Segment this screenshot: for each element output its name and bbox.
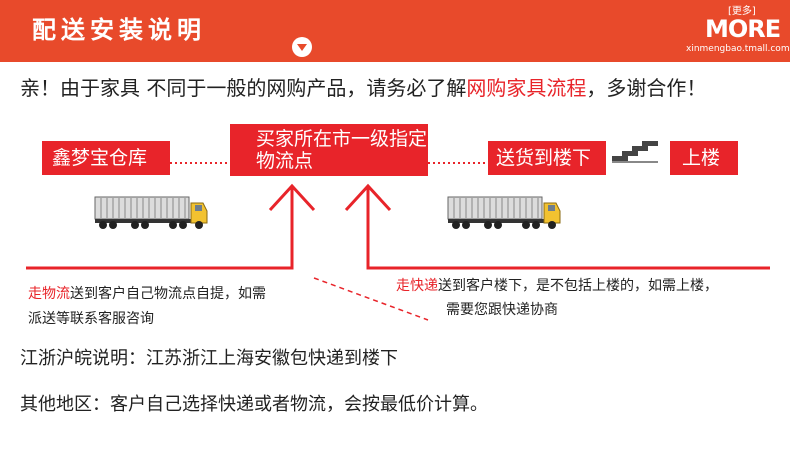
- intro-notice: 亲！由于家具 不同于一般的网购产品，请务必了解网购家具流程，多谢合作！: [20, 74, 706, 102]
- intro-text-before: 亲！由于家具 不同于一般的网购产品，请务必了解: [20, 76, 467, 100]
- stairs-icon: [612, 141, 658, 163]
- region-note-other: 其他地区：客户自己选择快递或者物流，会按最低价计算。: [20, 394, 488, 415]
- express-highlight: 走快递: [396, 278, 438, 294]
- more-label-small[interactable]: [更多]: [728, 6, 756, 17]
- logistics-highlight: 走物流: [28, 286, 70, 302]
- more-link[interactable]: MORE: [705, 15, 781, 43]
- chevron-down-icon[interactable]: [292, 37, 312, 57]
- arrow-up-icon: [344, 183, 770, 270]
- page-title: 配送安装说明: [32, 16, 206, 44]
- intro-highlight: 网购家具流程: [466, 76, 587, 100]
- express-text-1: 送到客户楼下，是不包括上楼的，如需上楼，: [438, 278, 718, 294]
- flow-step-warehouse: 鑫梦宝仓库: [42, 141, 170, 175]
- intro-text-after: ，多谢合作！: [586, 76, 707, 100]
- express-note: 走快递送到客户楼下，是不包括上楼的，如需上楼，: [396, 274, 718, 299]
- express-note-line-2: 需要您跟快递协商: [446, 302, 558, 318]
- flow-step-upstairs: 上楼: [670, 141, 738, 175]
- header-bar: 配送安装说明 [更多] MORE xinmengbao.tmall.com: [0, 0, 790, 62]
- flow-step-city-logistics-point: 买家所在市一级指定物流点: [230, 124, 428, 176]
- truck-icon: [94, 196, 208, 229]
- store-url[interactable]: xinmengbao.tmall.com: [686, 44, 790, 54]
- flow-step-deliver-downstairs: 送货到楼下: [488, 141, 606, 175]
- logistics-note: 走物流送到客户自己物流点自提，如需 派送等联系客服咨询: [28, 282, 266, 332]
- logistics-text-2: 派送等联系客服咨询: [28, 311, 154, 327]
- truck-icon: [447, 196, 561, 229]
- region-note-jzh: 江浙沪皖说明：江苏浙江上海安徽包快递到楼下: [20, 348, 398, 369]
- dashed-divider: [313, 277, 429, 321]
- logistics-text-1: 送到客户自己物流点自提，如需: [70, 286, 266, 302]
- arrow-up-icon: [26, 183, 316, 270]
